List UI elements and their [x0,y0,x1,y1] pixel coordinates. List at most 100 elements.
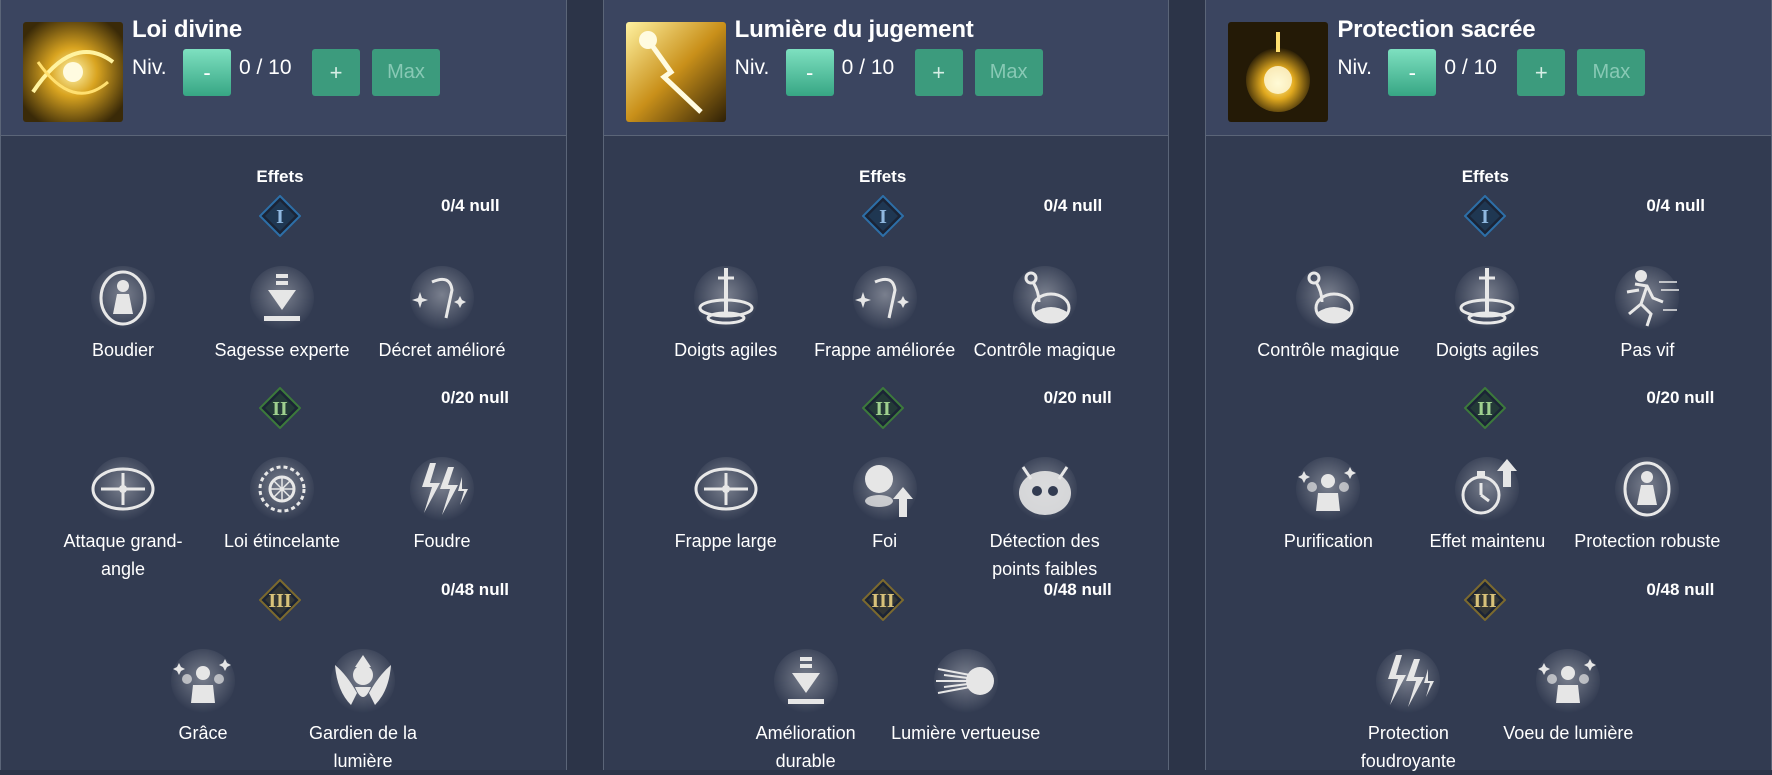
orb-up-icon [805,453,965,525]
effect-item[interactable]: Grâce [123,645,283,747]
effect-label: Loi étincelante [223,531,341,551]
effect-label: Purification [1283,531,1373,551]
effect-item[interactable]: Purification [1248,453,1408,555]
effect-item[interactable]: Pas vif [1567,262,1727,364]
tier-2-badge: II [258,386,302,430]
effect-label: Frappe large [674,531,777,551]
potion-icon [965,262,1125,334]
effect-item[interactable]: Contrôle magique [1248,262,1408,364]
level-decrease-button[interactable]: - [785,49,834,96]
effect-item[interactable]: Décret amélioré [362,262,522,364]
effect-label: Attaque grand-angle [63,531,183,579]
svg-text:III: III [1474,590,1498,612]
effect-label: Contrôle magique [1257,340,1400,360]
skill-title: Lumière du jugement [734,16,974,43]
wand-sparkle-icon [805,262,965,334]
effect-label: Doigts agiles [1435,340,1539,360]
effect-item[interactable]: Frappe améliorée [805,262,965,364]
lightning-icon [362,453,522,525]
effect-label: Voeu de lumière [1503,723,1634,743]
effect-item[interactable]: Frappe large [646,453,806,555]
svg-text:I: I [276,206,284,228]
level-increase-button[interactable]: + [312,49,360,96]
wand-sparkle-icon [362,262,522,334]
effect-item[interactable]: Foudre [362,453,522,555]
effect-label: Effet maintenu [1429,531,1546,551]
wide-attack-icon [646,453,806,525]
effect-label: Sagesse experte [214,340,350,360]
effect-item[interactable]: Attaque grand-angle [43,453,203,583]
tier-3-count: 0/48 null [1043,580,1112,599]
effect-item[interactable]: Sagesse experte [202,262,362,364]
level-label: Niv. [132,56,167,79]
sacred-protection-icon [1228,22,1329,122]
level-max-button[interactable]: Max [1577,49,1646,96]
effect-item[interactable]: Protection robuste [1567,453,1727,555]
download-arrow-icon [726,645,886,717]
effect-item[interactable]: Doigts agiles [646,262,806,364]
svg-text:II: II [272,398,288,420]
effect-label: Foudre [413,531,471,551]
effect-label: Grâce [178,723,228,743]
tier-1-badge: I [1463,194,1507,238]
effect-label: Contrôle magique [973,340,1116,360]
tier-3-badge: III [258,578,302,622]
effect-item[interactable]: Voeu de lumière [1488,645,1648,747]
effect-item[interactable]: Boudier [43,262,203,364]
effect-label: Amélioration durable [755,723,856,771]
tier-3-badge: III [1463,578,1507,622]
level-value: 0 / 10 [239,56,292,79]
tier-1-count: 0/4 null [1043,196,1103,215]
effect-item[interactable]: Effet maintenu [1407,453,1567,555]
shield-person-icon [43,262,203,334]
effect-label: Décret amélioré [378,340,506,360]
tier-1-badge: I [861,194,905,238]
effect-label: Protection foudroyante [1360,723,1456,771]
svg-text:III: III [871,590,895,612]
tier-1-count: 0/4 null [1646,196,1705,215]
level-increase-button[interactable]: + [1517,49,1566,96]
tier-2-count: 0/20 null [1646,388,1715,407]
effect-item[interactable]: Contrôle magique [965,262,1125,364]
shield-person-icon [1567,453,1727,525]
effect-item[interactable]: Détection des points faibles [965,453,1125,583]
level-decrease-button[interactable]: - [1388,49,1437,96]
skull-crab-icon [965,453,1125,525]
svg-text:I: I [1481,206,1489,228]
effect-label: Frappe améliorée [814,340,956,360]
effect-item[interactable]: Gardien de la lumière [283,645,443,775]
divine-law-icon [23,22,123,122]
wide-attack-icon [43,453,203,525]
effect-item[interactable]: Foi [805,453,965,555]
effect-item[interactable]: Protection foudroyante [1328,645,1488,775]
effect-label: Boudier [91,340,155,360]
effect-item[interactable]: Lumière vertueuse [886,645,1046,747]
effect-item[interactable]: Amélioration durable [726,645,886,775]
stopwatch-up-icon [1407,453,1567,525]
effects-title: Effets [256,167,304,186]
group-sparkle-icon [123,645,283,717]
skill-title: Protection sacrée [1337,16,1536,43]
effect-label: Doigts agiles [674,340,778,360]
level-decrease-button[interactable]: - [183,49,231,96]
tier-1-badge: I [258,194,302,238]
effects-title: Effets [1461,167,1509,186]
sword-swirl-icon [1407,262,1567,334]
level-max-button[interactable]: Max [372,49,440,96]
potion-icon [1248,262,1408,334]
tier-3-count: 0/48 null [1646,580,1715,599]
effects-title: Effets [859,167,907,186]
effect-item[interactable]: Doigts agiles [1407,262,1567,364]
level-increase-button[interactable]: + [914,49,963,96]
effect-label: Gardien de la lumière [308,723,418,771]
level-max-button[interactable]: Max [974,49,1043,96]
comet-icon [886,645,1046,717]
effect-item[interactable]: Loi étincelante [202,453,362,555]
